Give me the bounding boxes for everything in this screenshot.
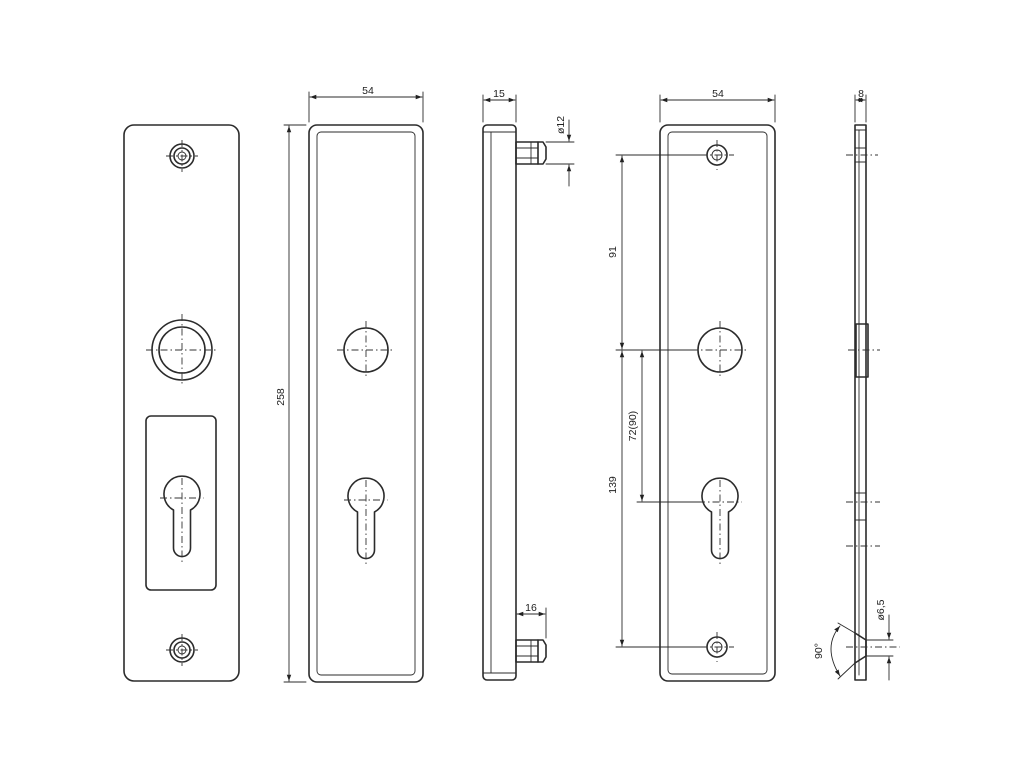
collar [855,323,869,378]
side-outline [482,124,517,681]
plate-outline-inner [667,131,768,675]
dim-screw-diameter-label: ø6,5 [875,599,887,620]
keyhole-icon [160,475,204,565]
view-back-plate: 54 91 139 72(90) [607,88,776,682]
bottom-pin-icon [515,639,547,663]
countersink [854,632,867,664]
dim-handle-to-cylinder-label: 72(90) [627,411,639,441]
keyhole-icon [344,477,388,567]
cylinder-cover [145,415,217,591]
plate-outline-outer [659,124,776,682]
dim-thickness-label: 15 [493,88,505,100]
dim-pin-offset-label: 16 [525,602,537,614]
dim-width-label: 54 [712,88,724,100]
dim-angle-label: 90° [813,643,825,659]
view-side-section: 8 ø6,5 90° [813,88,900,681]
handle-hole-icon [337,321,395,379]
dim-hole-to-handle-label: 91 [607,246,619,258]
plate-outline-outer [308,124,424,683]
bottom-screw-icon [166,634,198,666]
view-front-with-cover [123,124,240,682]
dim-width-label: 54 [362,85,374,97]
dim-pin-diameter-label: ø12 [555,116,567,134]
dim-section-thickness-label: 8 [858,88,864,100]
view-front-plate: 54 258 [275,85,424,683]
plate-outline-inner [316,131,416,676]
keyhole-icon [698,477,742,567]
handle-rosette-icon [146,314,218,386]
top-pin-icon [515,141,547,165]
dim-height-label: 258 [275,388,287,406]
plate-outline [123,124,240,682]
top-screw-hole-icon [700,140,734,170]
bottom-screw-hole-icon [700,632,734,662]
handle-hole-icon [691,321,749,379]
view-side-pins: 15 ø12 16 [482,88,575,681]
section-outline [854,124,867,681]
dim-handle-to-bottom-label: 139 [607,476,619,494]
top-screw-icon [166,140,198,172]
